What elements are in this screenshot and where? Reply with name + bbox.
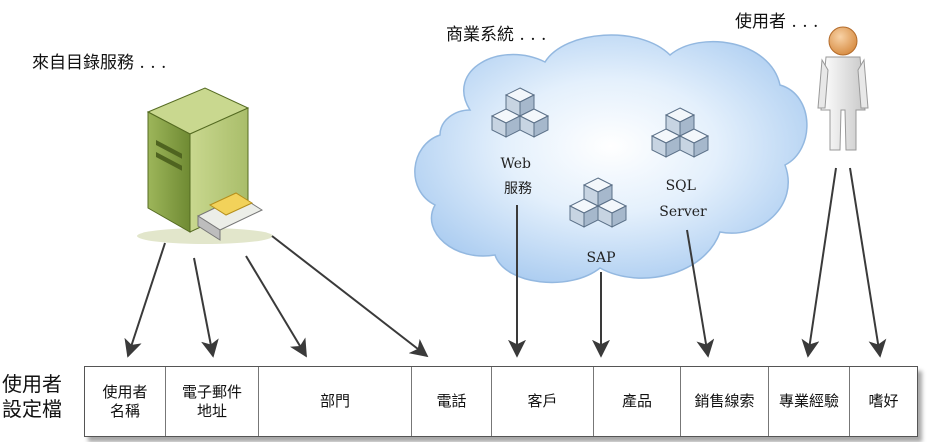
directory-services-label: 來自目錄服務 . . .	[32, 53, 167, 73]
field-expertise: 專業經驗	[769, 367, 850, 436]
field-email: 電子郵件 地址	[166, 367, 259, 436]
arrow-to-department	[245, 255, 307, 358]
arrow-to-user-name	[124, 242, 166, 358]
business-cloud	[414, 34, 808, 284]
business-systems-label: 商業系統 . . .	[446, 25, 547, 45]
sql-server-label: SQL Server	[659, 178, 707, 220]
field-leads: 銷售線索	[681, 367, 769, 436]
user-figure	[817, 26, 869, 151]
field-customer: 客戶	[492, 367, 594, 436]
profile-fields-table: 使用者 名稱 電子郵件 地址 部門 電話 客戶 產品 銷售線索 專業經驗 嗜好	[84, 366, 918, 437]
field-hobbies: 嗜好	[868, 392, 899, 410]
flow-arrows	[124, 167, 887, 358]
field-department: 部門	[259, 367, 412, 436]
field-phone: 電話	[412, 367, 492, 436]
arrow-to-email	[193, 257, 219, 358]
web-service-label: Web 服務	[501, 156, 536, 197]
arrow-to-leads	[686, 229, 715, 358]
arrow-to-phone	[271, 235, 429, 358]
field-user-name: 使用者 名稱	[85, 367, 166, 436]
user-label: 使用者 . . .	[735, 12, 819, 32]
arrow-to-hobbies	[849, 167, 887, 358]
user-profile-title: 使用者 設定檔	[2, 372, 62, 421]
field-product: 產品	[594, 367, 681, 436]
directory-server-icon	[137, 87, 273, 244]
arrow-to-expertise	[801, 167, 837, 358]
sap-label: SAP	[586, 250, 615, 266]
